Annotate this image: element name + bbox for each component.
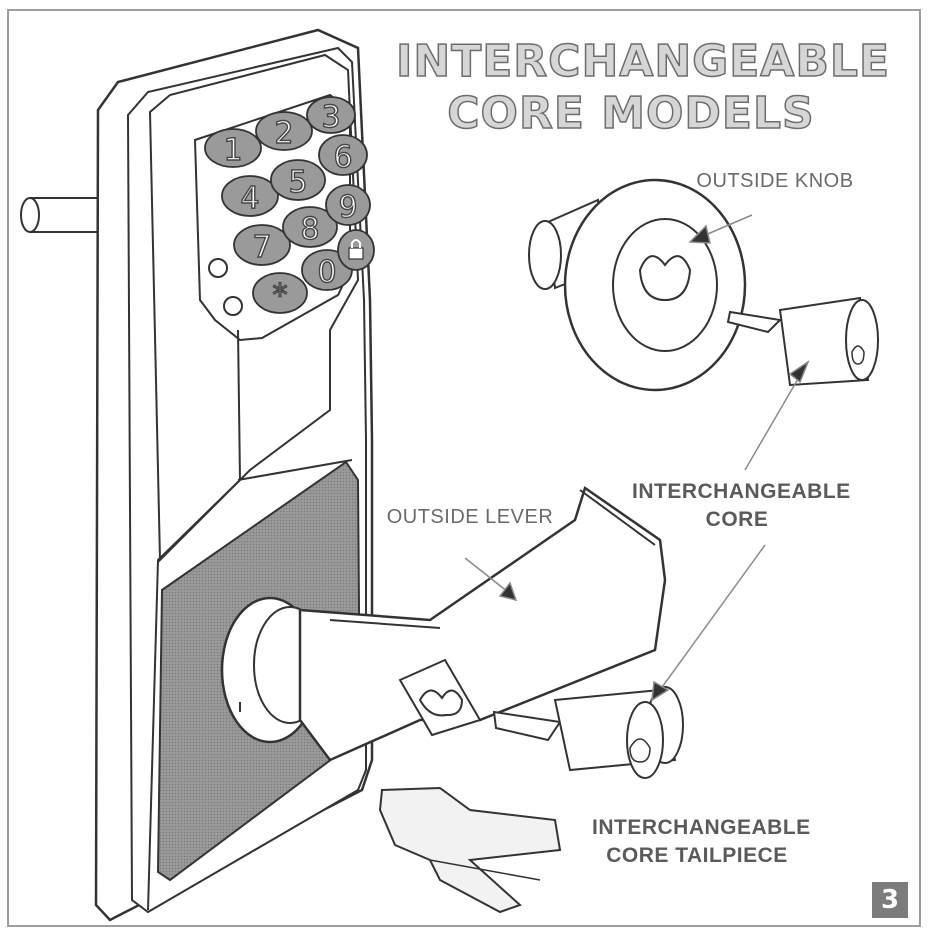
label-interchangeable-core: INTERCHANGEABLE CORE [632,478,851,534]
keypad: 1 2 3 4 5 6 7 8 9 * 0 [204,96,375,314]
label-core-line-1: INTERCHANGEABLE [632,480,851,503]
outside-lever [220,486,667,762]
led-icon-top [208,258,228,278]
key-lock[interactable] [337,229,375,271]
key-4[interactable]: 4 [221,175,279,217]
label-outside-lever: OUTSIDE LEVER [386,506,554,528]
key-2[interactable]: 2 [255,111,313,152]
svg-text:2: 2 [274,116,293,151]
svg-text:8: 8 [300,212,319,247]
key-star[interactable]: * [252,272,308,314]
svg-text:3: 3 [321,100,340,135]
key-9[interactable]: 9 [325,184,371,226]
page-number-badge: 3 [872,882,908,918]
frame-border [7,9,921,927]
label-outside-knob: OUTSIDE KNOB [696,170,854,192]
leader-arrows [464,214,810,702]
key-6[interactable]: 6 [318,134,368,176]
lock-icon [348,239,364,260]
label-tailpiece-line-2: CORE TAILPIECE [606,844,788,867]
key-8[interactable]: 8 [282,206,338,248]
title-line-2: CORE MODELS [447,87,815,140]
svg-text:6: 6 [333,140,352,175]
outside-knob [528,178,747,392]
svg-text:1: 1 [223,133,242,168]
spindle-rod [20,197,101,233]
svg-text:5: 5 [288,165,307,200]
label-tailpiece-line-1: INTERCHANGEABLE [592,816,811,839]
label-core-line-2: CORE [705,508,769,531]
core-tailpiece [378,786,562,914]
key-1[interactable]: 1 [204,128,262,169]
svg-text:0: 0 [317,255,336,290]
key-0[interactable]: 0 [301,249,353,291]
svg-text:*: * [273,278,288,313]
title-line-1: INTERCHANGEABLE [395,35,890,88]
interchangeable-core-lower [492,686,684,779]
diagram-title: INTERCHANGEABLE CORE MODELS [395,35,890,140]
svg-text:7: 7 [252,230,271,265]
key-5[interactable]: 5 [270,159,326,201]
interchangeable-core-upper [726,296,879,387]
label-core-tailpiece: INTERCHANGEABLE CORE TAILPIECE [592,814,811,870]
svg-text:4: 4 [240,181,259,216]
key-3[interactable]: 3 [306,96,356,136]
led-icon-bottom [223,296,243,316]
svg-text:9: 9 [338,190,357,225]
key-7[interactable]: 7 [233,224,291,266]
